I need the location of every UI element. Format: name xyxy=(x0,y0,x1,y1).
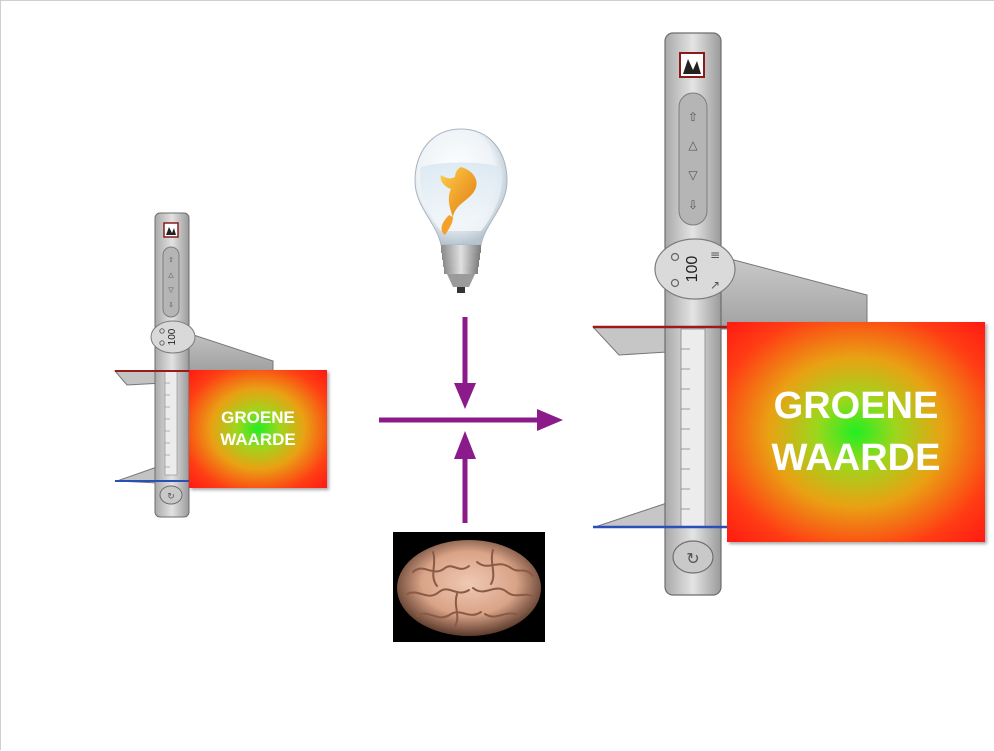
arrow-up-from-brain xyxy=(454,431,476,523)
arrow-down-from-bulb xyxy=(454,317,476,409)
arrow-horizontal xyxy=(379,409,563,431)
